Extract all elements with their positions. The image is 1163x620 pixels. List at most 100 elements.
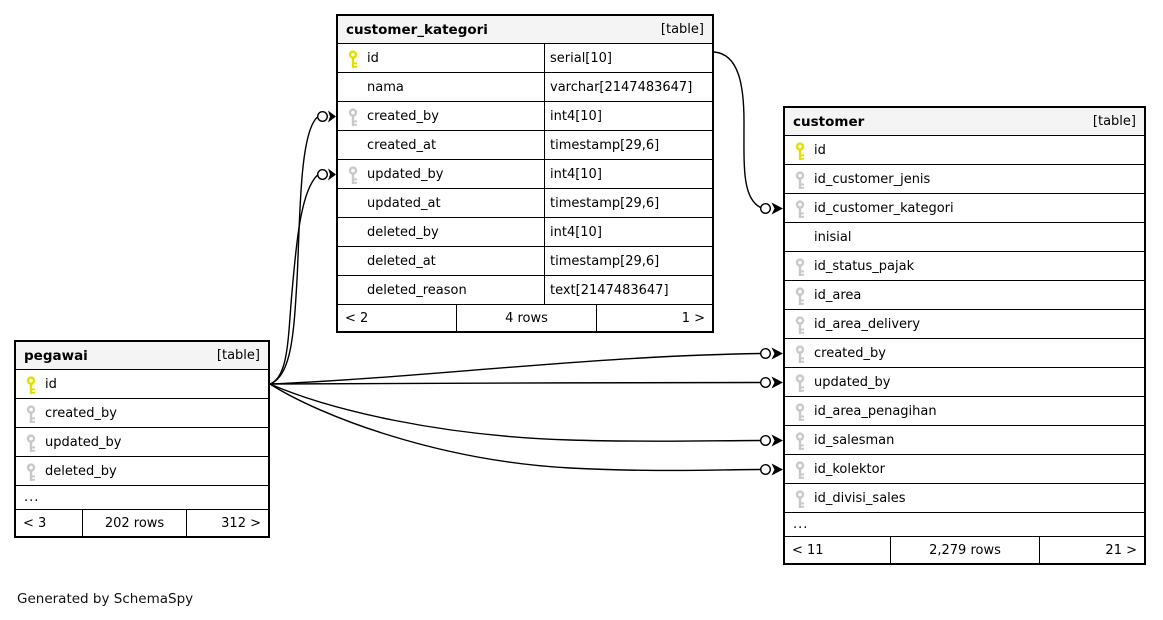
- cardinality-circle: [760, 348, 772, 360]
- foreign-key-icon: [338, 160, 359, 188]
- relationship-line: [269, 383, 761, 442]
- column-row-deleted_by: deleted_by int4[10]: [338, 218, 712, 247]
- key-glyph: [795, 344, 805, 363]
- cardinality-circle: [317, 168, 329, 180]
- generator-note: Generated by SchemaSpy: [17, 591, 194, 607]
- footer-parent-count: < 11: [792, 542, 824, 558]
- footer-parent-count: < 2: [345, 310, 369, 326]
- relationship-pegawai-customer_kategori-updated_by: [269, 168, 336, 385]
- column-name: created_at: [367, 137, 437, 153]
- column-type: timestamp[29,6]: [544, 131, 712, 159]
- key-glyph: [348, 165, 358, 184]
- key-glyph: [795, 141, 805, 160]
- foreign-key-icon: [785, 194, 806, 222]
- column-row-id_divisi_sales: id_divisi_sales: [785, 484, 1144, 513]
- table-type-badge: [table]: [1092, 114, 1136, 129]
- relationship-customer_kategori-customer-id_customer_kategori: [713, 51, 783, 215]
- foreign-key-icon: [16, 428, 37, 456]
- table-customer: customer [table] id id_customer_jenis id_cus…: [783, 106, 1146, 565]
- key-glyph: [26, 375, 36, 394]
- column-name: updated_at: [367, 195, 441, 211]
- column-name: id_salesman: [814, 432, 895, 448]
- column-name: deleted_by: [367, 224, 439, 240]
- footer-child-count: 1 >: [596, 305, 712, 331]
- relationship-pegawai-customer-created_by: [269, 347, 783, 385]
- column-name: id_divisi_sales: [814, 490, 906, 506]
- foreign-key-icon: [785, 281, 806, 309]
- column-row-id_customer_jenis: id_customer_jenis: [785, 165, 1144, 194]
- column-name: updated_by: [45, 434, 122, 450]
- more-columns-indicator: ...: [785, 513, 1144, 537]
- foreign-key-icon: [785, 426, 806, 454]
- relationship-pegawai-customer-updated_by: [269, 376, 783, 389]
- cardinality-circle: [760, 435, 772, 447]
- column-type: serial[10]: [544, 44, 712, 72]
- no-key-spacer: [338, 131, 359, 159]
- no-key-spacer: [338, 247, 359, 275]
- foreign-key-icon: [16, 399, 37, 427]
- key-glyph: [795, 315, 805, 334]
- column-type: int4[10]: [544, 218, 712, 246]
- more-columns-indicator: ...: [16, 486, 268, 510]
- foreign-key-icon: [785, 368, 806, 396]
- relationship-line: [269, 116, 318, 385]
- column-name: id_kolektor: [814, 461, 885, 477]
- column-row-id_kolektor: id_kolektor: [785, 455, 1144, 484]
- column-name: created_by: [45, 405, 117, 421]
- relationship-line: [269, 381, 761, 385]
- column-name: id: [45, 376, 57, 392]
- primary-key-icon: [16, 370, 37, 398]
- key-glyph: [348, 49, 358, 68]
- cardinality-arrow: [328, 168, 336, 181]
- column-name: id_customer_jenis: [814, 171, 931, 187]
- column-name: id_area_delivery: [814, 316, 921, 332]
- table-header[interactable]: customer_kategori[table]: [338, 16, 712, 44]
- no-key-spacer: [338, 276, 359, 304]
- foreign-key-icon: [785, 252, 806, 280]
- column-name: created_by: [814, 345, 886, 361]
- key-glyph: [795, 199, 805, 218]
- table-title[interactable]: pegawai: [24, 347, 88, 364]
- column-row-id_salesman: id_salesman: [785, 426, 1144, 455]
- cardinality-arrow: [328, 110, 336, 123]
- column-name: id_area: [814, 287, 862, 303]
- column-name: id_area_penagihan: [814, 403, 937, 419]
- column-row-deleted_by: deleted_by: [16, 457, 268, 486]
- column-row-id_area_delivery: id_area_delivery: [785, 310, 1144, 339]
- foreign-key-icon: [338, 102, 359, 130]
- key-glyph: [795, 170, 805, 189]
- footer-child-count: 21 >: [1039, 537, 1144, 563]
- relationship-line: [713, 51, 761, 209]
- foreign-key-icon: [785, 310, 806, 338]
- relationship-pegawai-customer-id_salesman: [269, 383, 783, 447]
- table-title[interactable]: customer_kategori: [346, 21, 488, 38]
- relationship-pegawai-customer-id_kolektor: [269, 383, 783, 476]
- column-name: id_status_pajak: [814, 258, 915, 274]
- column-name: deleted_by: [45, 463, 117, 479]
- relationship-line: [269, 352, 761, 385]
- table-title[interactable]: customer: [793, 113, 865, 130]
- table-header[interactable]: customer [table]: [785, 108, 1144, 136]
- column-name: id: [814, 142, 826, 158]
- column-name: id: [367, 50, 379, 66]
- foreign-key-icon: [785, 165, 806, 193]
- column-name: deleted_reason: [367, 282, 467, 298]
- foreign-key-icon: [785, 484, 806, 512]
- key-glyph: [795, 431, 805, 450]
- footer-parent-count: < 3: [23, 515, 47, 531]
- column-row-inisial: inisial: [785, 223, 1144, 252]
- table-header[interactable]: pegawai [table]: [16, 342, 268, 370]
- column-type: int4[10]: [544, 160, 712, 188]
- column-row-id_customer_kategori: id_customer_kategori: [785, 194, 1144, 223]
- key-glyph: [795, 489, 805, 508]
- cardinality-arrow: [771, 434, 783, 447]
- column-name: created_by: [367, 108, 439, 124]
- table-type-badge: [table]: [216, 348, 260, 363]
